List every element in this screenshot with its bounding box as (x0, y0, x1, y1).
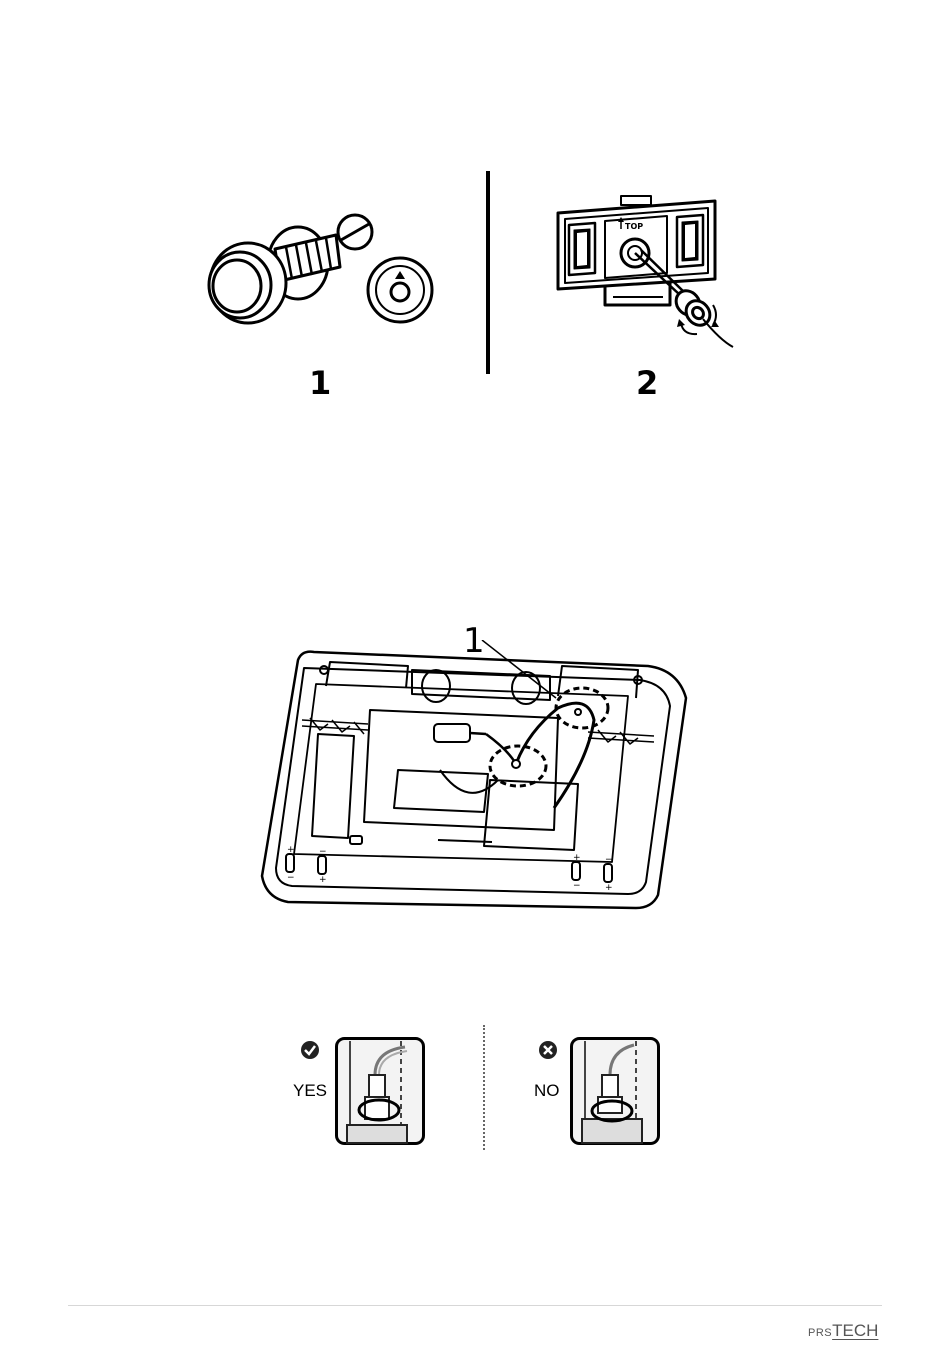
svg-text:+: + (287, 845, 295, 855)
step-number-1: 1 (309, 367, 331, 399)
comparison-divider (483, 1025, 485, 1150)
svg-text:−: − (605, 855, 613, 865)
no-label: NO (534, 1082, 560, 1099)
incorrect-placement-image (570, 1037, 660, 1145)
step-divider (486, 171, 490, 374)
step-number-2: 2 (636, 367, 658, 399)
check-circle-icon (300, 1040, 320, 1060)
brand-main: TECH (832, 1321, 878, 1340)
brand-logo: PRSTECH (808, 1321, 878, 1341)
svg-text:−: − (287, 873, 295, 883)
svg-text:−: − (573, 881, 581, 891)
yes-label: YES (293, 1082, 327, 1099)
brand-prefix: PRS (808, 1327, 832, 1339)
screw-and-cap-icon (200, 205, 450, 335)
top-label: TOP (625, 222, 643, 231)
footer-divider (68, 1305, 882, 1306)
svg-text:+: + (319, 875, 327, 885)
svg-text:−: − (319, 847, 327, 857)
correct-placement-image (335, 1037, 425, 1145)
battery-compartment-icon: + − − + + − − + (258, 640, 698, 915)
x-circle-icon (538, 1040, 558, 1060)
svg-text:+: + (605, 883, 613, 893)
svg-text:+: + (573, 853, 581, 863)
bracket-top-mount-icon: TOP (555, 195, 745, 355)
